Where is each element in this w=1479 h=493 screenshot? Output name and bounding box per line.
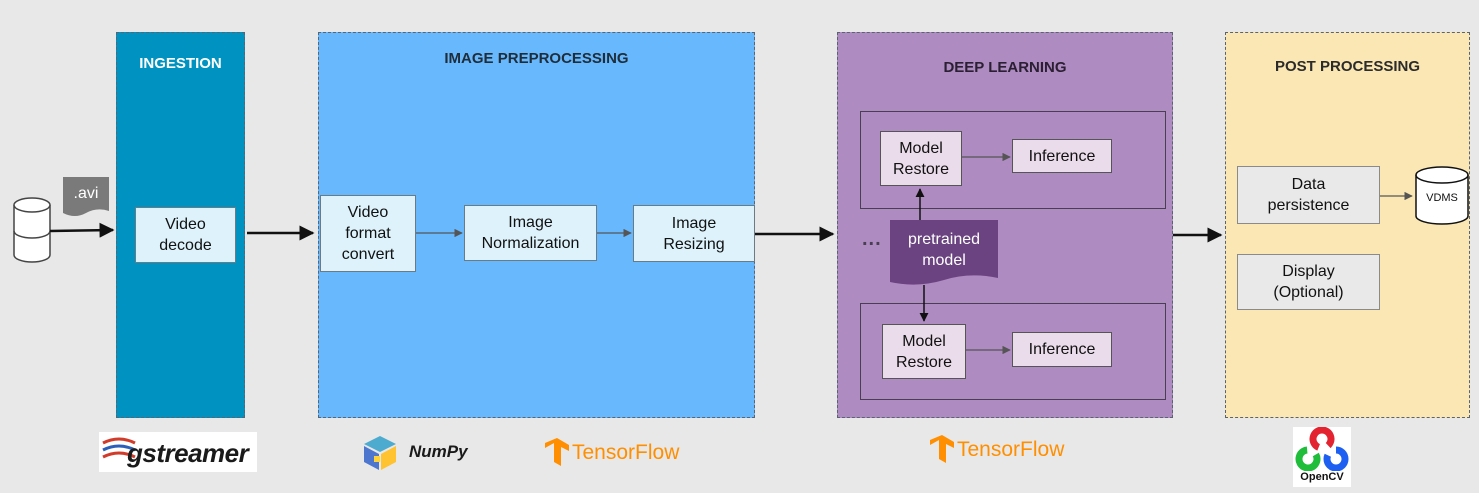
database-icon — [12, 195, 52, 265]
tensorflow-icon — [930, 435, 954, 463]
image-normalization-box: Image Normalization — [464, 205, 597, 261]
numpy-icon — [364, 436, 396, 470]
bottom-model-group — [860, 303, 1166, 400]
pretrained-model-label: pretrained model — [907, 231, 981, 269]
image-resizing-box: Image Resizing — [633, 205, 755, 262]
video-decode-box: Video decode — [135, 207, 236, 263]
deep-learning-title: DEEP LEARNING — [943, 59, 1067, 76]
bottom-model-restore-box: Model Restore — [882, 324, 966, 379]
file-label: .avi — [73, 185, 99, 202]
opencv-text: OpenCV — [1300, 471, 1344, 483]
tensorflow-logo-preprocessing: TensorFlow — [545, 438, 685, 470]
gstreamer-logo: gstreamer — [99, 432, 257, 472]
numpy-text: NumPy — [409, 442, 468, 461]
ellipsis-label: ... — [862, 228, 882, 250]
tensorflow-text: TensorFlow — [572, 441, 680, 464]
opencv-logo: OpenCV — [1293, 426, 1351, 487]
vdms-label: VDMS — [1426, 192, 1458, 204]
pretrained-model-shape: pretrained model — [890, 220, 998, 288]
tensorflow-text: TensorFlow — [957, 438, 1065, 461]
tensorflow-logo-deep-learning: TensorFlow — [930, 435, 1070, 467]
top-inference-box: Inference — [1012, 139, 1112, 173]
top-model-group — [860, 111, 1166, 209]
top-model-restore-box: Model Restore — [880, 131, 962, 186]
vdms-database-icon: VDMS — [1414, 166, 1470, 226]
inner-arrows — [416, 152, 1413, 355]
preprocessing-title: IMAGE PREPROCESSING — [444, 50, 629, 67]
pretrained-arrows — [915, 188, 929, 322]
post-processing-title: POST PROCESSING — [1274, 58, 1421, 75]
video-format-convert-box: Video format convert — [320, 195, 416, 272]
post-processing-stage: POST PROCESSING — [1225, 32, 1470, 418]
data-persistence-box: Data persistence — [1237, 166, 1380, 224]
opencv-icon — [1295, 426, 1349, 472]
tensorflow-icon — [545, 438, 569, 466]
display-box: Display (Optional) — [1237, 254, 1380, 310]
bottom-inference-box: Inference — [1012, 332, 1112, 367]
ingestion-title: INGESTION — [139, 55, 222, 72]
numpy-logo: NumPy — [360, 434, 480, 472]
gstreamer-text: gstreamer — [127, 438, 249, 468]
arrow-source-to-ingestion — [49, 222, 115, 238]
main-flow-arrows — [49, 222, 1223, 243]
file-icon: .avi — [63, 177, 109, 219]
